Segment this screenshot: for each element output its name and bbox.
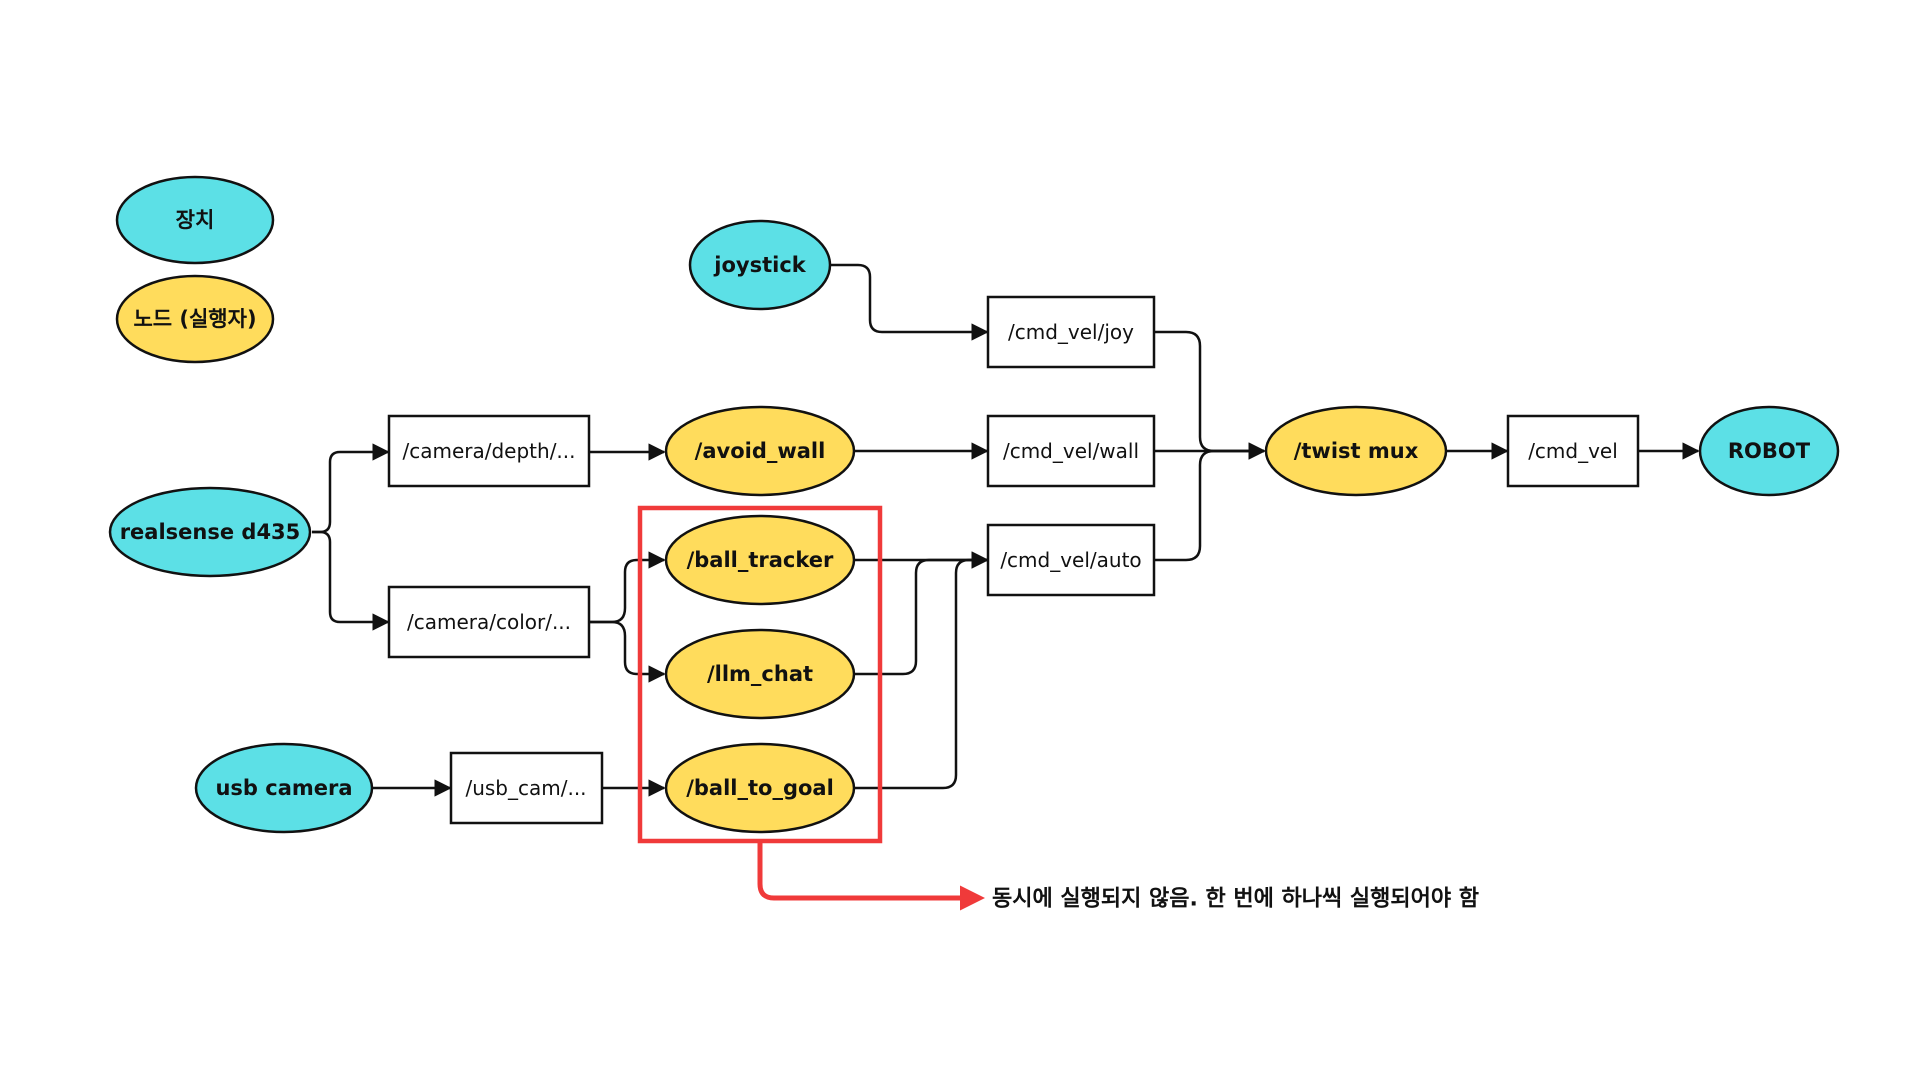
topic-cmd-vel-joy-label: /cmd_vel/joy xyxy=(1008,320,1134,344)
node-twist-mux-label: /twist mux xyxy=(1294,439,1419,463)
node-ball-tracker-label: /ball_tracker xyxy=(687,548,834,572)
topic-usb-cam: /usb_cam/... xyxy=(449,751,604,825)
node-avoid-wall: /avoid_wall xyxy=(664,405,856,497)
node-llm-chat: /llm_chat xyxy=(664,628,856,720)
topic-cmd-vel: /cmd_vel xyxy=(1506,414,1640,488)
device-robot-label: ROBOT xyxy=(1728,439,1811,463)
node-ball-to-goal: /ball_to_goal xyxy=(664,742,856,834)
edge-cmd-vel-joy-to-twist-mux xyxy=(1154,330,1266,460)
legend-device: 장치 xyxy=(115,175,275,265)
topic-camera-color: /camera/color/... xyxy=(387,585,591,659)
node-ball-to-goal-shape xyxy=(664,742,856,834)
node-ball-to-goal-label: /ball_to_goal xyxy=(686,776,834,800)
legend-node-label: 노드 (실행자) xyxy=(133,307,256,331)
node-llm-chat-shape xyxy=(664,628,856,720)
device-realsense: realsense d435 xyxy=(108,486,312,578)
device-joystick-label: joystick xyxy=(713,253,806,277)
topic-cmd-vel-joy-box xyxy=(986,295,1156,369)
topic-cmd-vel-wall: /cmd_vel/wall xyxy=(986,414,1156,488)
device-joystick-shape xyxy=(688,219,832,311)
topic-camera-depth-label: /camera/depth/... xyxy=(402,439,575,463)
topic-cmd-vel-wall-box xyxy=(986,414,1156,488)
edge-color-to-llm-chat xyxy=(589,620,666,683)
legend: 장치 노드 (실행자) xyxy=(115,175,275,364)
topic-camera-depth: /camera/depth/... xyxy=(387,414,591,488)
node-avoid-wall-shape xyxy=(664,405,856,497)
topic-cmd-vel-joy: /cmd_vel/joy xyxy=(986,295,1156,369)
edge-realsense-to-color xyxy=(312,530,390,631)
exclusive-note-text: 동시에 실행되지 않음. 한 번에 하나씩 실행되어야 함 xyxy=(992,887,1479,912)
legend-device-label: 장치 xyxy=(176,208,215,232)
device-realsense-shape xyxy=(108,486,312,578)
device-joystick: joystick xyxy=(688,219,832,311)
node-llm-chat-label: /llm_chat xyxy=(707,662,813,686)
exclusive-note-arrow xyxy=(757,842,985,911)
topic-camera-depth-box xyxy=(387,414,591,488)
topic-cmd-vel-wall-label: /cmd_vel/wall xyxy=(1003,439,1139,463)
device-realsense-label: realsense d435 xyxy=(120,520,301,544)
legend-node: 노드 (실행자) xyxy=(115,274,275,364)
node-ball-tracker: /ball_tracker xyxy=(664,514,856,606)
topic-usb-cam-label: /usb_cam/... xyxy=(465,776,586,800)
topic-usb-cam-box xyxy=(449,751,604,825)
topic-cmd-vel-auto-label: /cmd_vel/auto xyxy=(1000,548,1141,572)
device-usb-camera: usb camera xyxy=(194,742,374,834)
node-twist-mux-shape xyxy=(1264,405,1448,497)
exclusive-group-highlight xyxy=(637,505,883,844)
edge-cmd-vel-auto-to-twist-mux xyxy=(1154,442,1266,562)
node-twist-mux: /twist mux xyxy=(1264,405,1448,497)
topic-cmd-vel-auto: /cmd_vel/auto xyxy=(986,523,1156,597)
edge-joystick-to-cmd-vel-joy xyxy=(830,263,989,341)
edge-realsense-to-depth xyxy=(312,443,390,534)
node-avoid-wall-label: /avoid_wall xyxy=(695,439,826,463)
topic-cmd-vel-auto-box xyxy=(986,523,1156,597)
topic-cmd-vel-label: /cmd_vel xyxy=(1528,439,1618,463)
legend-node-swatch xyxy=(115,274,275,364)
edge-ball-to-goal-to-cmd-vel-auto xyxy=(854,551,989,790)
device-usb-camera-label: usb camera xyxy=(215,776,352,800)
edge-color-to-ball-tracker xyxy=(589,551,666,624)
device-robot: ROBOT xyxy=(1698,405,1840,497)
edges xyxy=(312,263,1700,797)
topic-cmd-vel-box xyxy=(1506,414,1640,488)
device-robot-shape xyxy=(1698,405,1840,497)
legend-device-swatch xyxy=(115,175,275,265)
node-ball-tracker-shape xyxy=(664,514,856,606)
topic-camera-color-label: /camera/color/... xyxy=(407,610,571,634)
edge-llm-chat-to-cmd-vel-auto xyxy=(854,551,989,676)
device-usb-camera-shape xyxy=(194,742,374,834)
topic-camera-color-box xyxy=(387,585,591,659)
